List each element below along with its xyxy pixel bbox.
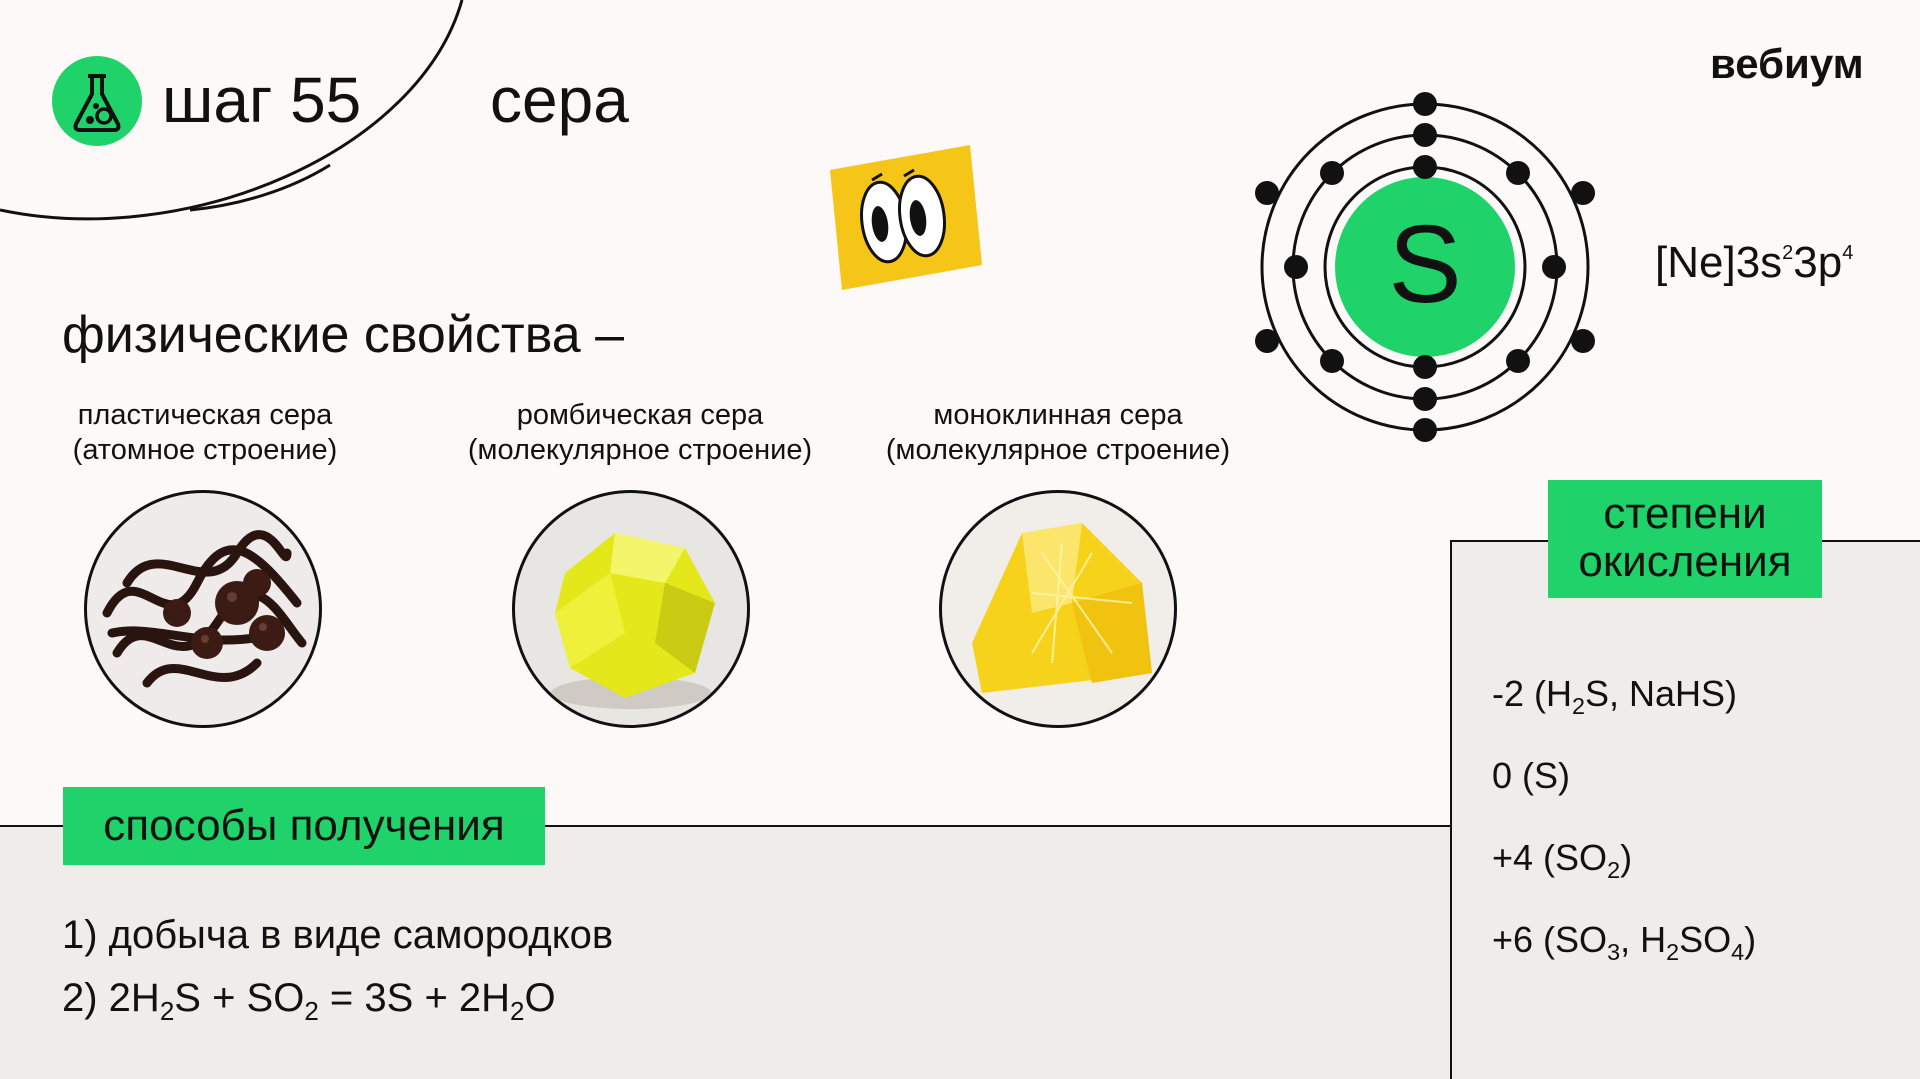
rhombic-sulfur-image [512, 490, 750, 728]
brand-logo: вебиум [1710, 40, 1864, 87]
element-symbol: S [1388, 203, 1462, 326]
flask-logo [52, 56, 142, 146]
decorative-arc [0, 0, 464, 221]
atom-diagram [1255, 92, 1595, 442]
production-panel [0, 825, 1450, 1079]
monoclinic-sulfur-image [939, 490, 1177, 728]
production-item-1: 1) добыча в виде самородков [62, 913, 614, 957]
flask-icon [73, 74, 121, 132]
nucleus [1335, 177, 1515, 357]
sample-caption-monoclinic: моноклинная сера (молекулярное строение) [885, 399, 1231, 466]
element-name: сера [490, 64, 629, 136]
sample-caption-plastic: пластическая сера (атомное строение) [72, 399, 338, 466]
plastic-sulfur-image [84, 490, 322, 728]
oxidation-state-plus6: +6 (SO3, H2SO4) [1492, 919, 1757, 966]
production-label: способы получения [63, 787, 545, 865]
step-title: шаг 55 [162, 64, 362, 136]
oxidation-panel [1450, 540, 1920, 1079]
oxidation-label: степени окисления [1548, 480, 1822, 598]
sample-caption-rhombic: ромбическая сера (молекулярное строение) [467, 399, 813, 466]
oxidation-state-minus2: -2 (H2S, NaHS) [1492, 673, 1738, 720]
electron-config: [Ne]3s23p4 [1655, 238, 1854, 287]
oxidation-state-plus4: +4 (SO2) [1492, 837, 1633, 884]
physical-properties-title: физические свойства – [62, 306, 625, 364]
oxidation-state-0: 0 (S) [1492, 755, 1571, 796]
eyes-sticker-icon [830, 145, 982, 290]
production-item-2: 2) 2H2S + SO2 = 3S + 2H2O [62, 976, 556, 1026]
